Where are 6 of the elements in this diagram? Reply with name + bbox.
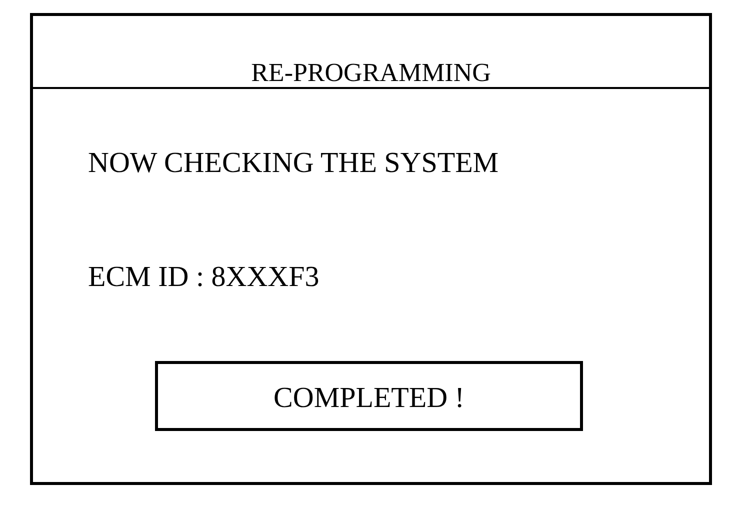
screen-panel bbox=[30, 13, 712, 485]
status-message: NOW CHECKING THE SYSTEM bbox=[88, 149, 499, 178]
ecm-id-text: ECM ID : 8XXXF3 bbox=[88, 263, 320, 292]
screen-title: RE-PROGRAMMING bbox=[251, 60, 491, 86]
status-box bbox=[155, 361, 583, 431]
completion-message: COMPLETED ! bbox=[274, 384, 464, 413]
